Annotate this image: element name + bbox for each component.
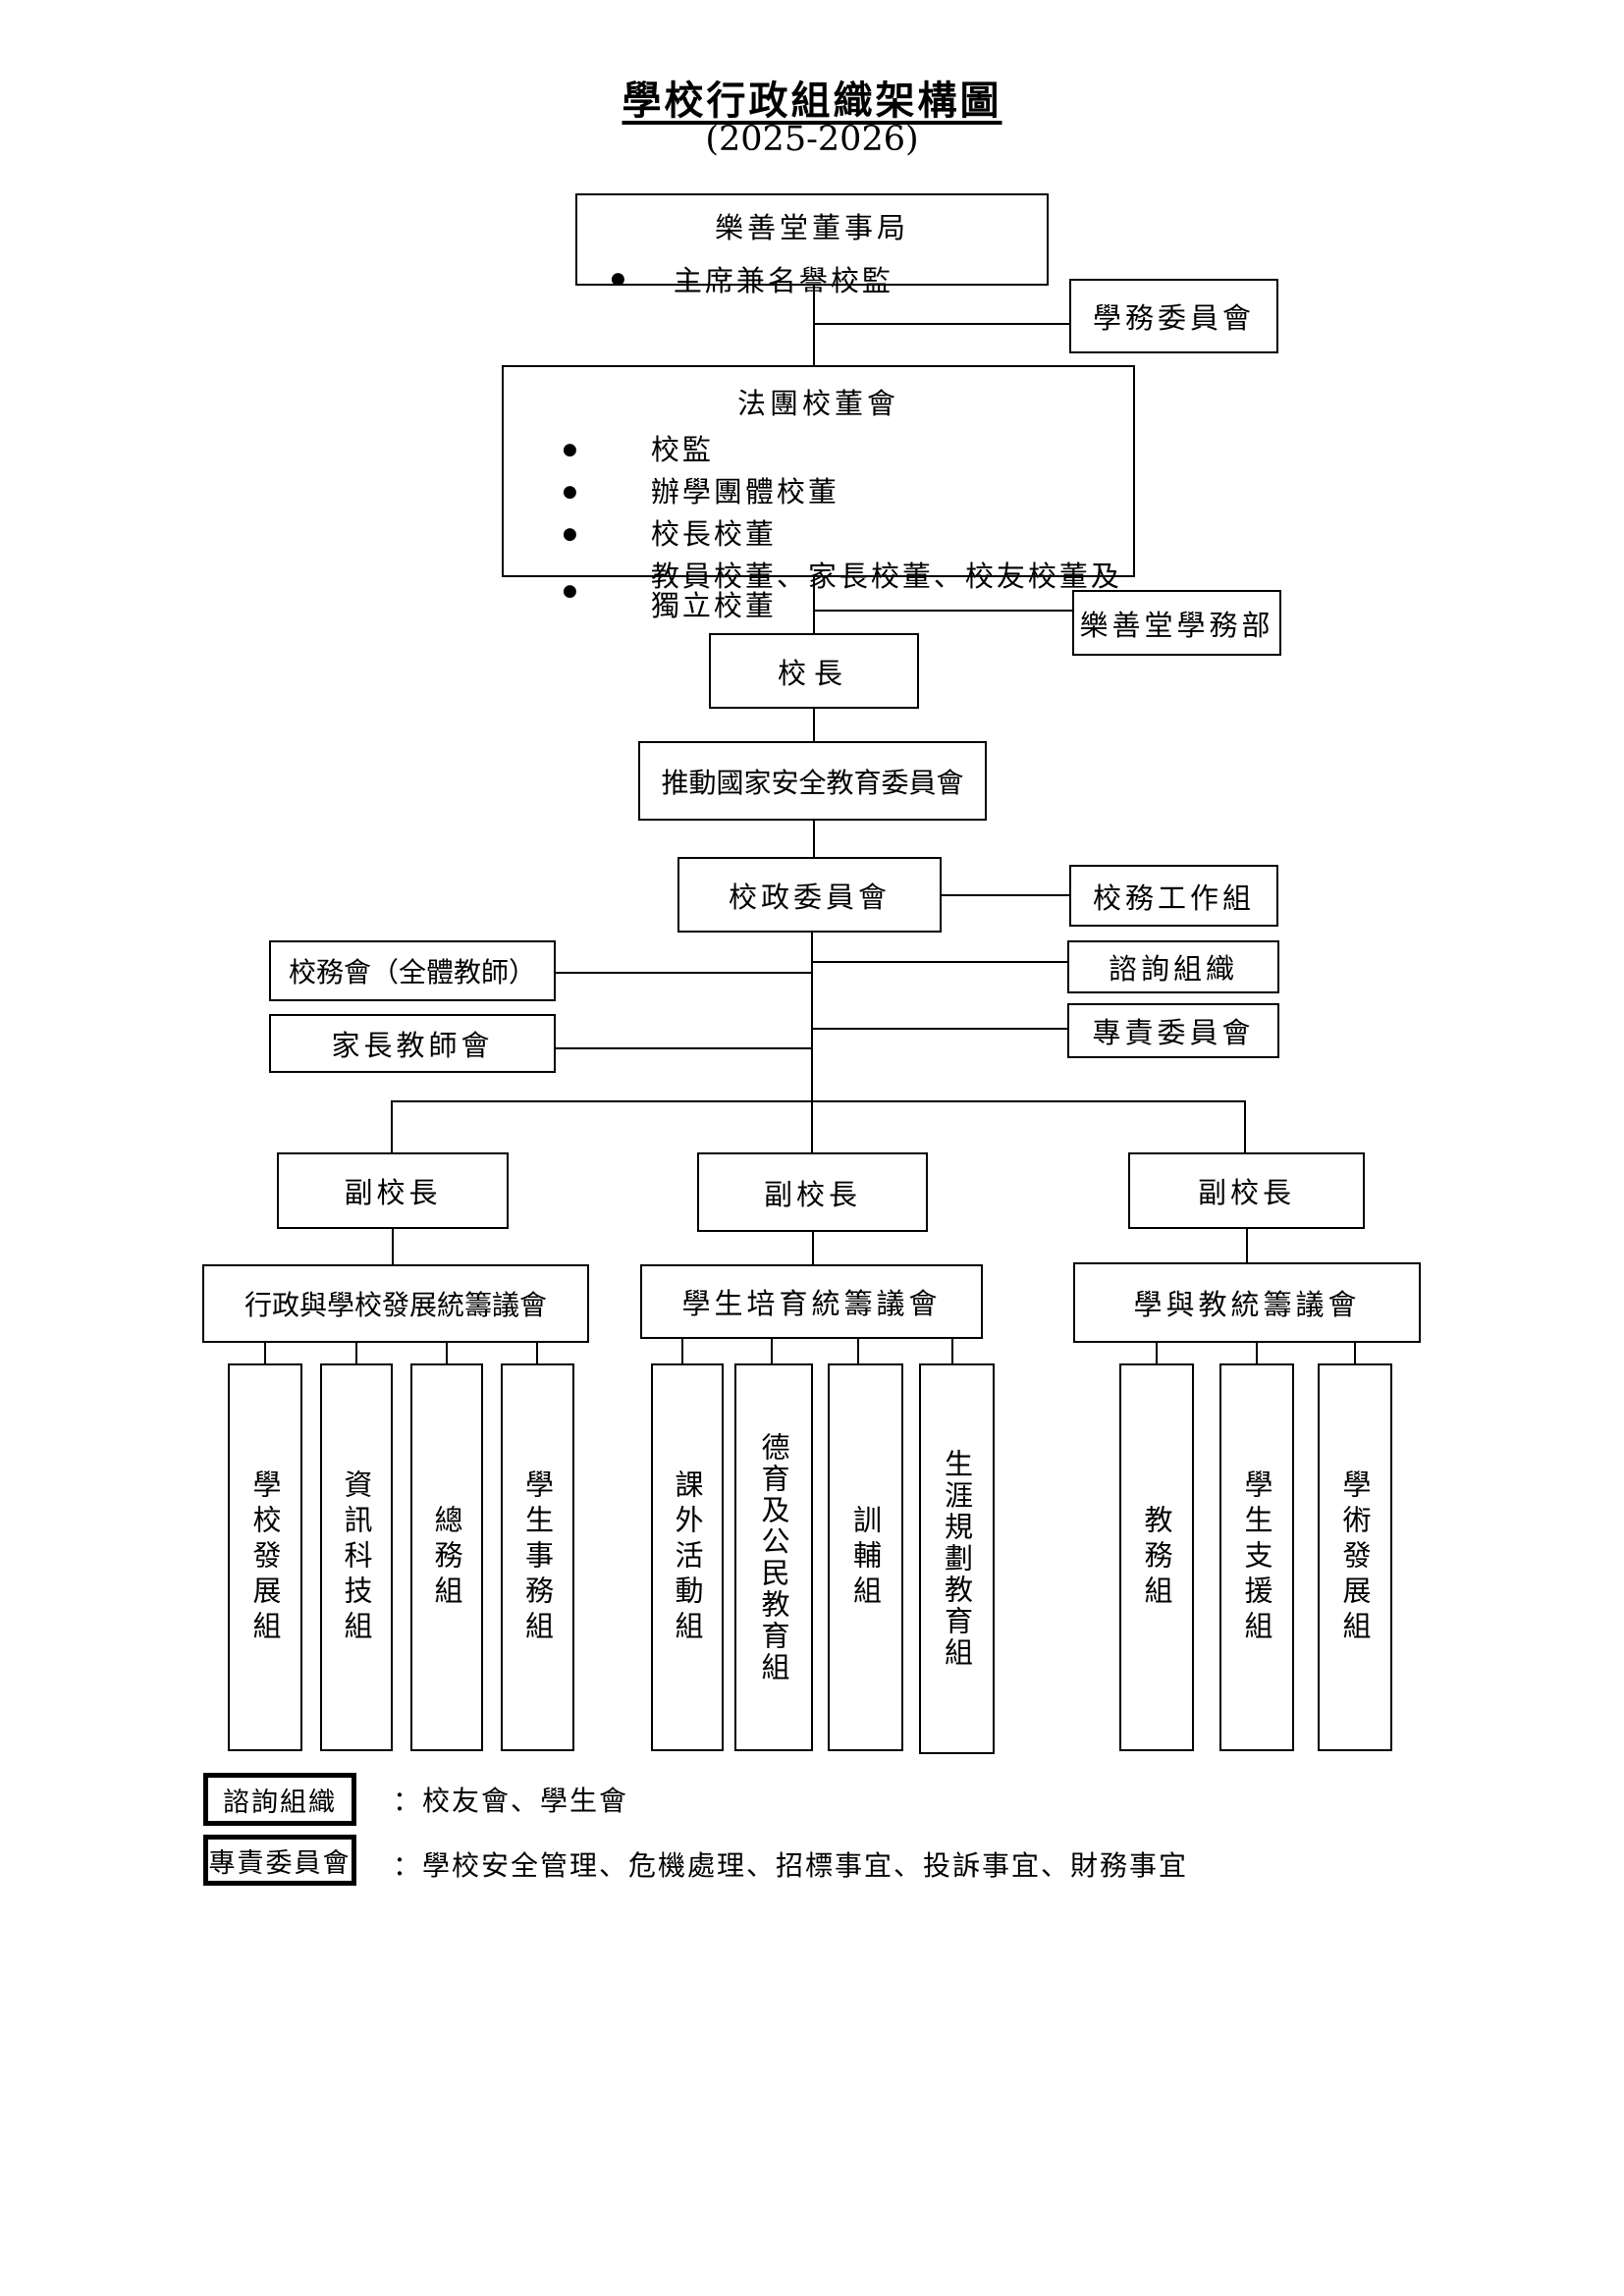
legend-task-committees: 專責委員會: [203, 1835, 356, 1886]
node-extracurricular-team: 課外活動組: [651, 1363, 724, 1751]
bullet-icon: ●: [563, 523, 580, 544]
bullet-icon: ●: [563, 580, 580, 601]
connector-line: [857, 1339, 859, 1363]
node-pta: 家長教師會: [269, 1014, 556, 1073]
imc-bullet-row: ● 辦學團體校董: [563, 477, 1133, 507]
connector-line: [811, 933, 813, 1152]
connector-line: [391, 1100, 393, 1152]
connector-line: [264, 1343, 266, 1363]
imc-bullet-text: 教員校董、家長校董、校友校董及獨立校董: [650, 560, 1122, 622]
node-vice-principal-3: 副校長: [1128, 1152, 1365, 1229]
node-it-team: 資訊科技組: [320, 1363, 393, 1751]
node-school-work-team: 校務工作組: [1069, 865, 1278, 927]
node-consultative-organizations: 諮詢組織: [1067, 940, 1279, 993]
node-student-affairs-team: 學生事務組: [501, 1363, 574, 1751]
node-vice-principal-1: 副校長: [277, 1152, 509, 1229]
node-imc-title: 法團校董會: [736, 387, 899, 420]
connector-line: [942, 894, 1069, 896]
node-principal: 校長: [709, 633, 919, 709]
bullet-icon: ●: [563, 439, 580, 459]
connector-line: [446, 1343, 448, 1363]
connector-line: [536, 1343, 538, 1363]
connector-line: [1246, 1229, 1248, 1262]
node-task-committees: 專責委員會: [1067, 1003, 1279, 1058]
bullet-icon: ●: [563, 481, 580, 502]
connector-line: [556, 1047, 812, 1049]
node-admin-school-development-council: 行政與學校發展統籌議會: [202, 1264, 589, 1343]
imc-bullet-row: ● 校監: [563, 435, 1133, 464]
node-general-affairs-team: 總務組: [410, 1363, 483, 1751]
connector-line: [1354, 1343, 1356, 1363]
imc-bullet-row: ● 校長校董: [563, 519, 1133, 549]
connector-line: [951, 1339, 953, 1363]
node-moral-civic-education-team: 德育及公民教育組: [734, 1363, 813, 1751]
connector-line: [813, 286, 815, 365]
legend-consultative-orgs: 諮詢組織: [203, 1773, 356, 1826]
page-subtitle: (2025-2026): [705, 120, 919, 159]
connector-line: [812, 961, 1067, 963]
connector-line: [392, 1100, 1246, 1102]
node-school-development-team: 學校發展組: [228, 1363, 302, 1751]
node-school-affairs-committee: 學務委員會: [1069, 279, 1278, 353]
node-lst-education-department: 樂善堂學務部: [1072, 590, 1281, 656]
node-student-nurturing-council: 學生培育統籌議會: [640, 1264, 983, 1339]
connector-line: [812, 1232, 814, 1264]
node-vice-principal-2: 副校長: [697, 1152, 928, 1232]
legend-consultative-orgs-desc: ：校友會、學生會: [393, 1785, 629, 1817]
bullet-icon: ●: [611, 268, 628, 289]
connector-line: [1256, 1343, 1258, 1363]
node-life-planning-education-team: 生涯規劃教育組: [919, 1363, 995, 1754]
connector-line: [813, 709, 815, 741]
board-bullet-text: 主席兼名譽校監: [673, 264, 893, 297]
imc-bullet-row: ● 教員校董、家長校董、校友校董及獨立校董: [563, 561, 1133, 620]
node-board-title: 樂善堂董事局: [714, 211, 909, 244]
connector-line: [1156, 1343, 1158, 1363]
node-school-admin-committee: 校政委員會: [677, 857, 942, 933]
connector-line: [556, 972, 812, 974]
node-staff-meeting: 校務會（全體教師）: [269, 940, 556, 1001]
connector-line: [813, 577, 815, 633]
connector-line: [392, 1229, 394, 1264]
node-board-of-directors: 樂善堂董事局 ● 主席兼名譽校監: [575, 193, 1049, 297]
connector-line: [681, 1339, 683, 1363]
connector-line: [1244, 1100, 1246, 1152]
legend-task-committees-desc: ：學校安全管理、危機處理、招標事宜、投訴事宜、財務事宜: [393, 1849, 1189, 1882]
connector-line: [813, 821, 815, 857]
imc-bullet-text: 辦學團體校董: [650, 475, 839, 508]
node-national-security-education-committee: 推動國家安全教育委員會: [638, 741, 987, 821]
node-imc: 法團校董會 ● 校監 ● 辦學團體校董 ● 校長校董 ● 教員校董、家長校董、校…: [502, 365, 1135, 620]
connector-line: [814, 610, 1072, 612]
imc-bullet-text: 校監: [650, 433, 714, 466]
node-discipline-counselling-team: 訓輔組: [828, 1363, 903, 1751]
node-student-support-team: 學生支援組: [1219, 1363, 1294, 1751]
connector-line: [812, 1028, 1067, 1030]
node-academic-development-team: 學術發展組: [1318, 1363, 1392, 1751]
page-title: 學校行政組織架構圖: [622, 78, 1002, 124]
node-academic-affairs-team: 教務組: [1119, 1363, 1194, 1751]
connector-line: [355, 1343, 357, 1363]
connector-line: [771, 1339, 773, 1363]
board-bullet-row: ● 主席兼名譽校監: [611, 258, 1047, 299]
connector-line: [814, 323, 1069, 325]
node-learning-teaching-council: 學與教統籌議會: [1073, 1262, 1421, 1343]
imc-bullet-text: 校長校董: [650, 517, 777, 551]
